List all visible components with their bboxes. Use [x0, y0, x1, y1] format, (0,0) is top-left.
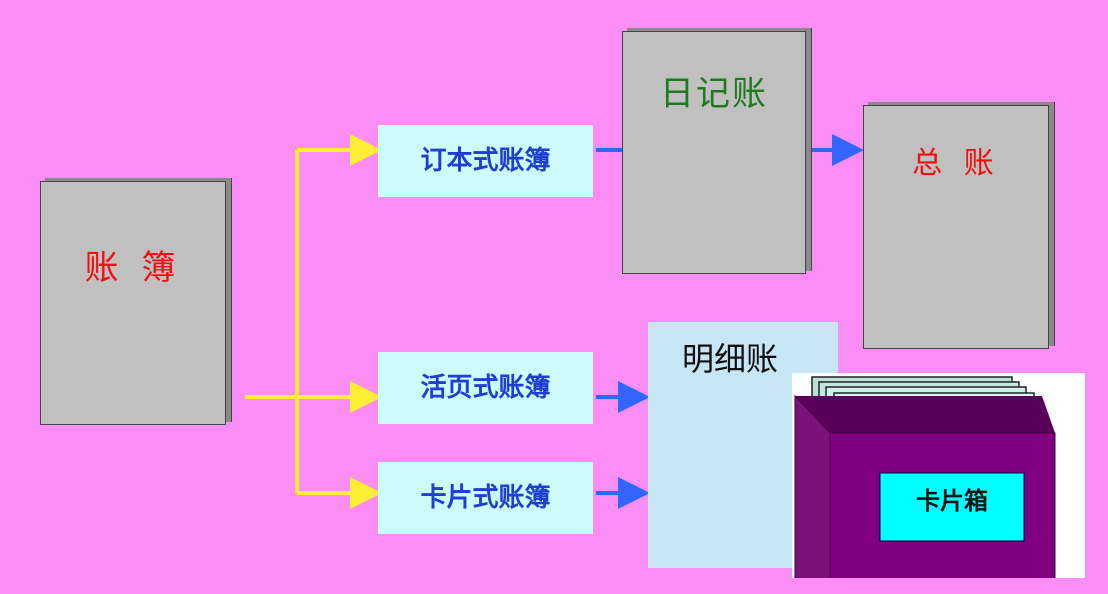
- subsidiary-ledger-label: 明细账: [682, 340, 779, 378]
- books-label: 账 簿: [84, 248, 182, 288]
- books-node: 账 簿: [40, 181, 226, 425]
- loose-leaf-books-node: 活页式账簿: [378, 352, 593, 424]
- card-box-illustration: 卡片箱: [792, 373, 1085, 578]
- journal-node: 日记账: [622, 31, 806, 274]
- journal-label: 日记账: [660, 74, 768, 114]
- card-books-node: 卡片式账簿: [378, 462, 593, 534]
- general-ledger-node: 总 账: [863, 105, 1049, 349]
- card-box-icon: [794, 376, 1056, 578]
- general-ledger-label: 总 账: [912, 146, 1000, 181]
- card-box-label: 卡片箱: [916, 487, 988, 515]
- bound-books-node: 订本式账簿: [378, 125, 593, 197]
